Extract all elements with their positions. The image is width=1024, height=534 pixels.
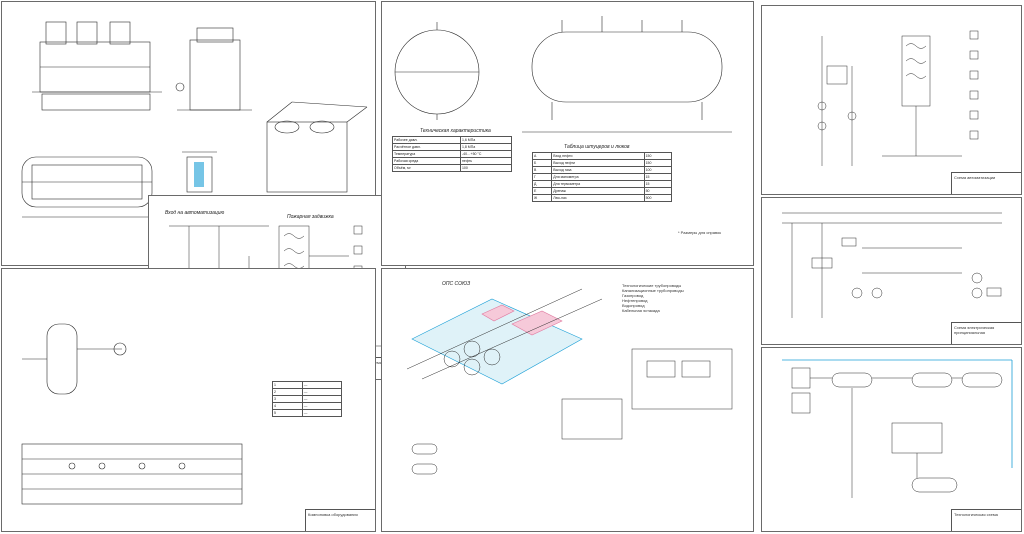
tech-spec-title: Техническая характеристика xyxy=(420,128,491,134)
legend-item: Канализационные трубопроводы xyxy=(622,288,684,293)
legend-item: Технологические трубопроводы xyxy=(622,283,682,288)
table-row: Температура-40…+50 °С xyxy=(392,150,513,158)
table-row: Рабочее давл.1,6 МПа xyxy=(392,136,513,144)
automation-drawing-right xyxy=(817,30,979,166)
sheet-technological: Технологическая схема xyxy=(761,347,1022,532)
sheet-process-left: 1— 2— 3— 4— 5— Компоновка оборудования xyxy=(1,268,376,532)
table-row: 5— xyxy=(272,409,343,417)
sheet-automation-right: Схема автоматизации xyxy=(761,5,1022,195)
separator-drawing xyxy=(394,16,732,133)
sheet-electrical: Схема электрическая принципиальная xyxy=(761,197,1022,345)
equipment-list: 1— 2— 3— 4— 5— xyxy=(272,381,343,417)
tech-spec-table: Рабочее давл.1,6 МПа Расчётное давл.1,8 … xyxy=(392,136,513,172)
table-row: 2— xyxy=(272,388,343,396)
plan-legend: Технологические трубопроводы Канализацио… xyxy=(622,283,747,313)
scheme-caption: Пожарная задвижка xyxy=(287,214,334,220)
tech-scheme-drawing xyxy=(782,359,1013,498)
sheet-master-plan: ОПС СОЮЗ Технологические трубопроводы Ка… xyxy=(381,268,754,532)
table-row: 3— xyxy=(272,395,343,403)
electrical-drawing xyxy=(782,212,1002,318)
nozzle-table-title: Таблица штуцеров и люков xyxy=(564,144,630,150)
title-block: Схема автоматизации xyxy=(951,172,1021,194)
equipment-drawing xyxy=(21,21,368,218)
title-block: Компоновка оборудования xyxy=(305,509,375,531)
table-row: 4— xyxy=(272,402,343,410)
legend-item: Нефтепровод xyxy=(622,298,648,303)
process-left-drawing xyxy=(21,323,243,505)
plan-title: ОПС СОЮЗ xyxy=(442,281,471,287)
legend-item: Газопровод xyxy=(622,293,644,298)
title-block: Технологическая схема xyxy=(951,509,1021,531)
title-block: Схема электрическая принципиальная xyxy=(951,322,1021,344)
table-row: Расчётное давл.1,8 МПа xyxy=(392,143,513,151)
table-row: 1— xyxy=(272,381,343,389)
scheme-input-label: Вход на автоматизацию xyxy=(165,210,225,216)
nozzle-note: * Размеры для справок xyxy=(678,230,722,235)
sheet-separator: Техническая характеристика Рабочее давл.… xyxy=(381,1,754,266)
legend-item: Кабельная эстакада xyxy=(622,308,660,313)
legend-item: Водопровод xyxy=(622,303,645,308)
master-plan-drawing xyxy=(406,288,733,475)
